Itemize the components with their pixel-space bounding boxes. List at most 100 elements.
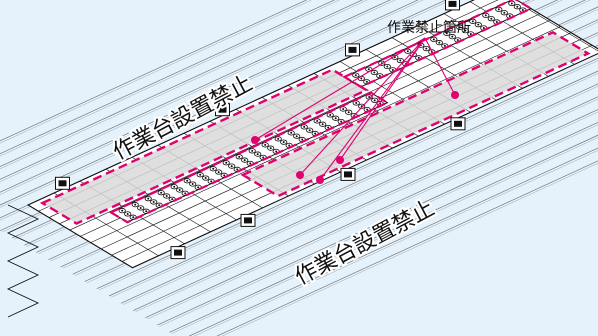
roof-clamp-icon [58, 180, 67, 187]
bolt-hole-icon [171, 198, 174, 201]
bolt-hole-icon [134, 203, 137, 206]
roof-rib-line [0, 0, 447, 206]
bolt-hole-icon [173, 185, 176, 188]
roof-rib-line [0, 0, 368, 170]
restricted-point-marker [251, 136, 259, 144]
bolt-hole-icon [186, 179, 189, 182]
bolt-hole-icon [319, 121, 327, 127]
roof-rib-line [123, 85, 598, 305]
roof-clamp-icon [218, 106, 227, 113]
bolt-hole-icon [406, 50, 409, 53]
bolt-hole-icon [469, 18, 477, 24]
bolt-hole-icon [417, 56, 420, 59]
bolt-hole-icon [339, 106, 347, 112]
bolt-hole-icon [191, 183, 194, 186]
roof-clamp-icon [448, 0, 457, 7]
bolt-hole-icon [150, 199, 158, 205]
roof-rib-line [0, 0, 452, 208]
roof-rib-line [111, 73, 598, 298]
bolt-hole-icon [269, 147, 272, 150]
roof-clamp-icon [174, 249, 182, 256]
bolt-hole-icon [183, 178, 191, 184]
top-restricted-zone-fill [42, 69, 367, 224]
bolt-hole-icon [204, 177, 207, 180]
bolt-hole-icon [334, 117, 337, 120]
roof-rib-line [0, 0, 313, 144]
bolt-hole-icon [251, 149, 254, 152]
bolt-hole-icon [121, 209, 124, 212]
bolt-hole-icon [215, 169, 223, 175]
roof-rib-line [0, 0, 336, 155]
walkway-strip-right-outline [342, 0, 534, 89]
bolt-hole-icon [144, 196, 152, 202]
bolt-hole-icon [474, 22, 482, 28]
bolt-hole-icon [342, 107, 345, 110]
bolt-hole-icon [306, 127, 314, 133]
roof-rib-line [0, 0, 308, 142]
bolt-hole-icon [132, 216, 135, 219]
bolt-hole-icon [235, 154, 243, 160]
bottom-restricted-zone-outline [240, 30, 591, 198]
bolt-hole-icon [196, 172, 204, 178]
roof-rib-line [135, 98, 598, 313]
bolt-hole-icon [487, 16, 495, 22]
bolt-hole-icon [399, 59, 402, 62]
panel-grid-line [132, 53, 598, 268]
bolt-hole-icon [249, 162, 252, 165]
bolt-hole-icon [354, 74, 357, 77]
bolt-hole-icon [443, 44, 446, 47]
bolt-hole-icon [236, 168, 239, 171]
bolt-hole-icon [469, 32, 472, 35]
roof-clamps [55, 0, 466, 260]
bolt-hole-icon [355, 102, 358, 104]
bolt-hole-icon [316, 119, 319, 122]
bolt-hole-icon [391, 54, 399, 60]
bolt-hole-icon [352, 100, 360, 106]
bolt-hole-icon [495, 6, 503, 13]
restricted-point-marker [296, 171, 304, 179]
callout-leader-line [299, 37, 426, 176]
bolt-hole-icon [451, 35, 454, 38]
roof-rib-line [188, 147, 598, 336]
bolt-hole-icon [210, 180, 213, 183]
bolt-hole-icon [147, 197, 150, 200]
roof-rib-line [120, 83, 598, 304]
bolt-hole-icon [373, 99, 376, 102]
bolt-hole-icon [267, 145, 275, 151]
bolt-hole-icon [497, 8, 500, 11]
roof-rib-line [0, 0, 340, 157]
bolt-hole-icon [321, 123, 324, 126]
bolt-hole-icon [366, 108, 369, 111]
bolt-hole-icon [165, 195, 168, 197]
top-restricted-zone-outline [39, 68, 370, 225]
bolt-hole-icon [371, 97, 379, 103]
bolt-hole-icon [254, 151, 262, 157]
bolt-hole-icon [438, 41, 441, 44]
bottom-restricted-zone-fill [242, 32, 589, 197]
bolt-hole-icon [277, 137, 280, 140]
bolt-hole-icon [345, 109, 353, 115]
bolt-hole-icon [391, 68, 394, 71]
bolt-hole-icon [178, 189, 181, 192]
panel-grid-line [90, 26, 561, 243]
bolt-hole-icon [170, 184, 178, 190]
restricted-zones [39, 0, 591, 225]
roof-rib-line [193, 150, 598, 336]
bolt-hole-icon [378, 60, 386, 66]
bolt-hole-icon [458, 26, 461, 29]
bolt-hole-icon [365, 80, 368, 83]
bolt-hole-icon [484, 14, 487, 17]
bolt-hole-icon [288, 144, 291, 147]
bolt-hole-icon [360, 77, 363, 80]
panel-grid-line [27, 0, 475, 206]
bolt-hole-icon [373, 71, 376, 74]
roof-profile-edge [6, 204, 40, 318]
bolt-hole-icon [448, 34, 456, 40]
bolt-hole-icon [464, 29, 467, 32]
bolt-hole-icon [368, 96, 371, 99]
bolt-hole-icon [358, 103, 366, 109]
bolt-hole-icon [370, 69, 378, 76]
callout-leader-line [319, 37, 426, 181]
roof-rib-line [0, 0, 396, 183]
